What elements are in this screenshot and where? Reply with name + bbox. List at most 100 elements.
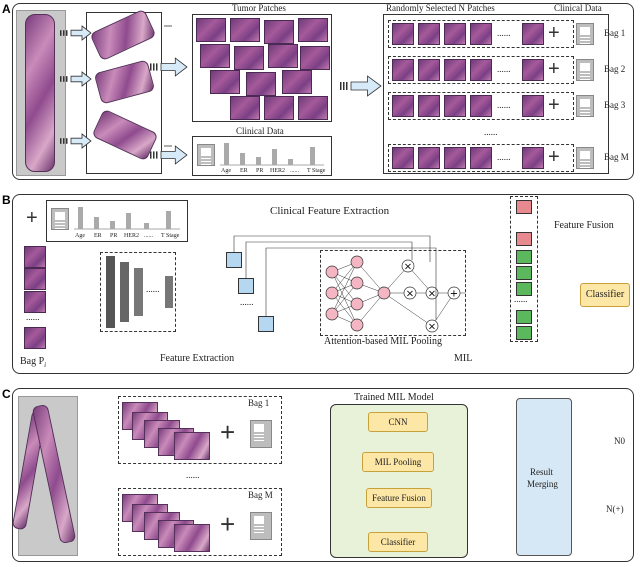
clinical-bar-chart-a — [220, 143, 324, 166]
cnn-block — [100, 252, 176, 332]
cnn-layer — [120, 262, 129, 322]
flow-arrow — [150, 57, 188, 77]
chart-label: ER — [240, 168, 248, 174]
plus-icon: + — [548, 146, 560, 168]
chart-label: ...... — [290, 168, 299, 174]
clinical-doc-icon — [250, 512, 272, 540]
feature-extraction-label: Feature Extraction — [160, 353, 235, 364]
bag-patch — [470, 59, 492, 81]
nn-edge — [431, 292, 455, 327]
flow-arrow — [60, 133, 92, 149]
tumor-patch — [246, 72, 276, 96]
tumor-patch — [230, 18, 260, 42]
nn-node — [325, 265, 339, 279]
bag-row — [388, 92, 574, 120]
chart-label: HER2 — [270, 168, 285, 174]
tumor-patch — [300, 46, 330, 70]
clinical-feature-extraction-label: Clinical Feature Extraction — [270, 205, 390, 217]
cnn-layer — [165, 276, 173, 308]
mil-label: MIL — [454, 353, 473, 364]
plus-icon: + — [548, 94, 560, 116]
ellipsis: ...... — [497, 64, 511, 74]
chart-label: T Stage — [161, 233, 180, 239]
trained-model-label: Trained MIL Model — [354, 392, 434, 403]
image-feature-cell — [516, 282, 532, 296]
bag-patch — [392, 23, 414, 45]
panel-b-label: B — [2, 193, 11, 207]
nn-edge — [356, 261, 385, 294]
tumor-patch — [196, 18, 226, 42]
feature-square — [226, 252, 242, 268]
nn-node — [325, 307, 339, 321]
chart-label: HER2 — [124, 233, 139, 239]
bag-row — [388, 20, 574, 48]
bag-pi-label: Bag Pi — [20, 356, 47, 369]
nn-node — [350, 297, 364, 311]
chart-label: Age — [221, 168, 231, 174]
image-feature-cell — [516, 310, 532, 324]
nn-edge — [331, 282, 358, 315]
bag-patch — [392, 59, 414, 81]
tissue-regions-box — [86, 12, 162, 174]
bag-patch — [418, 23, 440, 45]
clinical-doc-icon — [576, 59, 594, 81]
bag-patch — [522, 95, 544, 117]
tumor-patch — [210, 70, 240, 94]
feature-connector — [245, 241, 413, 278]
tumor-patch — [234, 46, 264, 70]
feature-fusion-box: Feature Fusion — [366, 488, 432, 508]
nn-node — [377, 286, 391, 300]
ellipsis: ...... — [26, 312, 40, 322]
ellipsis: ...... — [497, 152, 511, 162]
ellipsis: ...... — [186, 470, 200, 480]
feature-fusion-column — [510, 196, 538, 342]
nn-edge — [331, 261, 358, 315]
nn-edge — [331, 261, 358, 294]
bag-patch — [522, 23, 544, 45]
mil-pooling-box: MIL Pooling — [362, 452, 434, 472]
bag-1-label: Bag 1 — [248, 398, 270, 408]
nn-edge — [356, 292, 385, 326]
n-plus-label: N(+) — [606, 504, 624, 514]
chart-label: ...... — [144, 233, 153, 239]
nn-node — [350, 276, 364, 290]
clinical-doc-icon — [250, 420, 272, 448]
classifier-box-b: Classifier — [580, 283, 630, 307]
feature-connector — [233, 235, 431, 262]
plus-icon: + — [548, 22, 560, 44]
bag-label: Bag 3 — [604, 100, 626, 110]
ellipsis: ...... — [484, 127, 498, 137]
tumor-patches-box — [192, 14, 332, 122]
bag-patch — [470, 147, 492, 169]
clinical-data-title-a: Clinical Data — [236, 126, 284, 136]
nn-edge — [383, 292, 433, 327]
nn-node — [350, 318, 364, 332]
bag-patch-stack — [174, 524, 210, 552]
clinical-data-header: Clinical Data — [554, 3, 602, 13]
panel-a-label: A — [2, 2, 11, 16]
result-merging-label-2: Merging — [527, 479, 558, 489]
bag-patch — [418, 59, 440, 81]
plus-icon: + — [220, 417, 236, 447]
multiply-icon — [401, 259, 415, 273]
flow-arrow — [60, 71, 92, 87]
multiply-symbol: × — [404, 262, 412, 273]
chart-label: Age — [75, 233, 85, 239]
cnn-layer — [134, 268, 143, 316]
clinical-doc-icon — [576, 147, 594, 169]
ellipsis: ...... — [497, 100, 511, 110]
multiply-icon — [425, 319, 439, 333]
bag-patch — [444, 59, 466, 81]
bags-box — [383, 14, 609, 174]
feature-square — [258, 316, 274, 332]
cnn-layer — [106, 256, 115, 328]
tumor-patch — [298, 18, 328, 42]
classifier-box-c: Classifier — [368, 532, 428, 552]
feature-square — [238, 278, 254, 294]
multiply-icon — [403, 286, 417, 300]
bag-patch — [24, 327, 46, 349]
result-merging-label-1: Result — [530, 467, 554, 477]
bag-patch — [418, 95, 440, 117]
panel-c-label: C — [2, 387, 11, 401]
clinical-doc-icon — [197, 144, 215, 166]
